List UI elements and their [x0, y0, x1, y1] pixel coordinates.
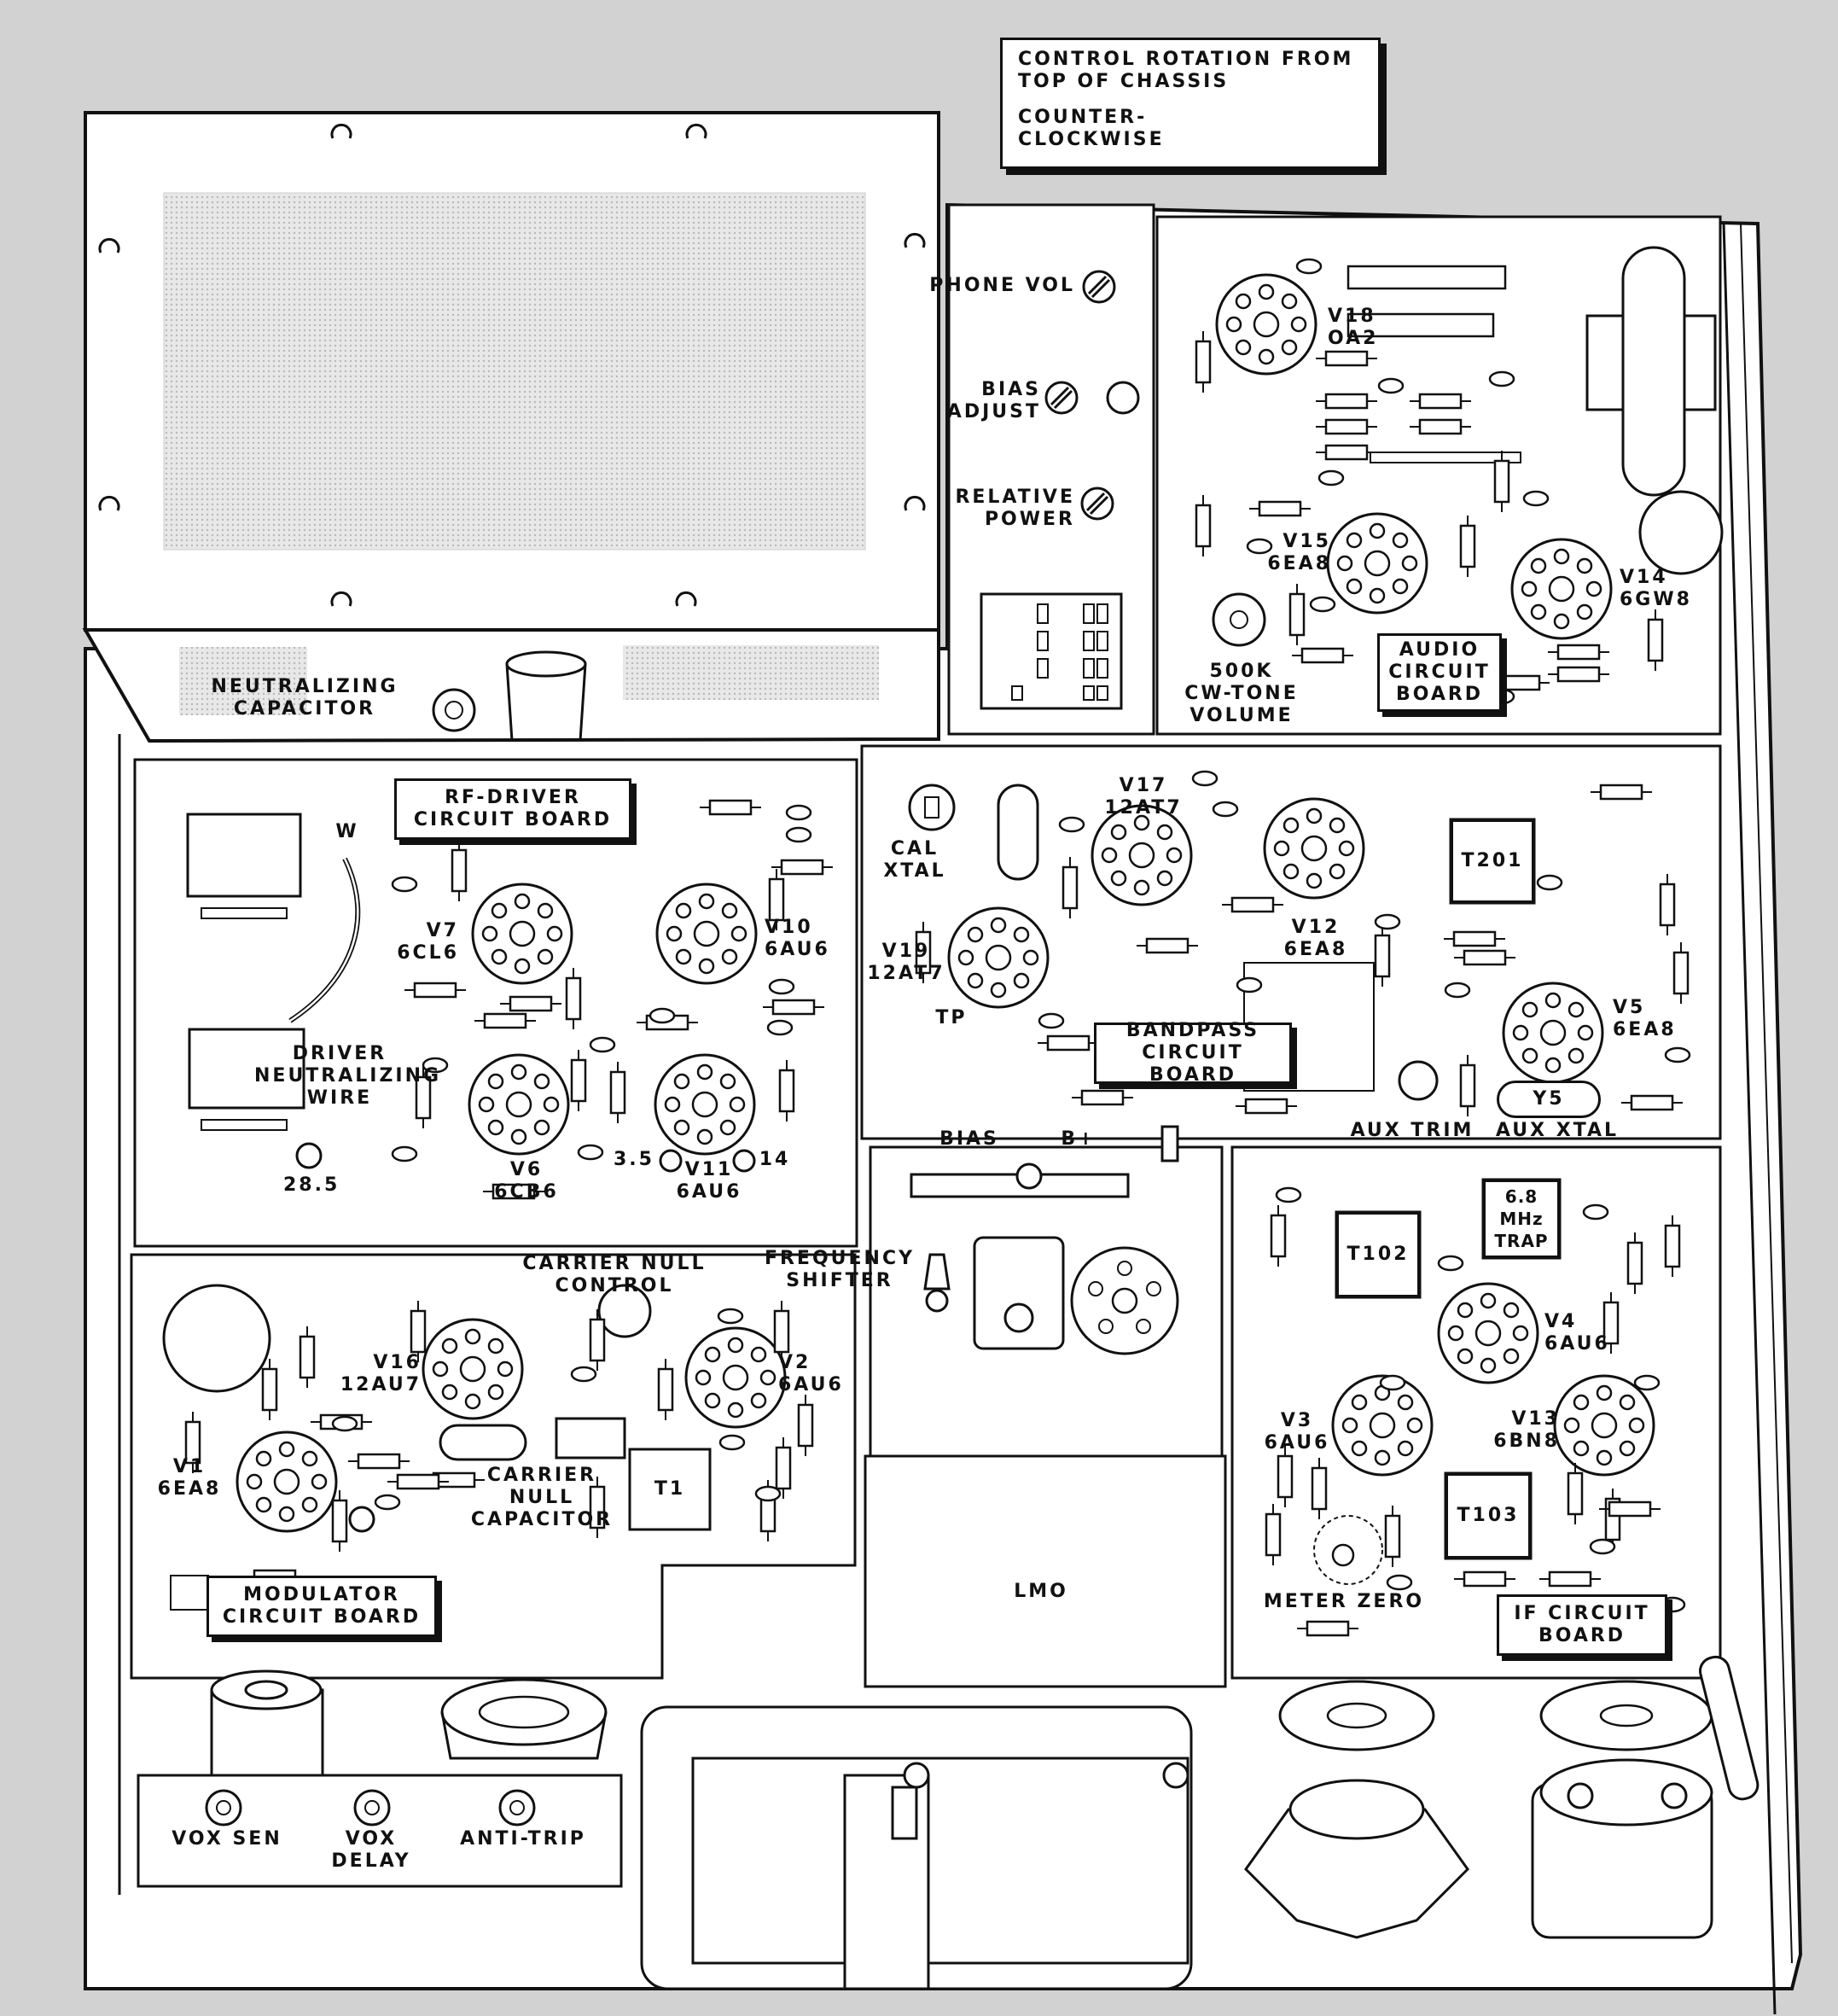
modulator-circuit-board [130, 1253, 857, 1680]
v12-label: V12 6EA8 [1283, 917, 1348, 960]
v16-label: V16 12AU7 [340, 1352, 422, 1395]
v18-label: V18 OA2 [1328, 306, 1379, 349]
t201-label: T201 [1451, 819, 1534, 903]
audio-board-title: AUDIO CIRCUIT BOARD [1377, 633, 1502, 712]
relative-power-knob[interactable] [1080, 487, 1114, 521]
trap-label: 6.8 MHz TRAP [1483, 1180, 1560, 1258]
rear-knob-vox-delay[interactable] [353, 1789, 391, 1827]
v10-label: V10 6AU6 [765, 917, 830, 960]
if-board-title: IF CIRCUIT BOARD [1497, 1594, 1667, 1656]
v15-label: V15 6EA8 [1267, 531, 1331, 574]
lmo-assembly [864, 1125, 1227, 1688]
frequency-shifter-label: FREQUENCY SHIFTER [764, 1248, 916, 1291]
t1-label: T1 [654, 1478, 686, 1500]
rear-knob-anti-trip[interactable] [498, 1789, 536, 1827]
relative-power-label: RELATIVE POWER [955, 487, 1075, 530]
aux-xtal-label: AUX XTAL [1495, 1120, 1620, 1141]
b-plus-terminal-label: B+ [1061, 1128, 1096, 1150]
v19-label: V19 12AT7 [867, 941, 945, 984]
bandpass-board-title: BANDPASS CIRCUIT BOARD [1094, 1020, 1292, 1086]
cal-xtal-label: CAL XTAL [883, 838, 946, 882]
anti-trip-label: ANTI-TRIP [460, 1828, 586, 1850]
w-label: W [335, 821, 359, 842]
lmo-label: LMO [1014, 1581, 1068, 1602]
v1-label: V1 6EA8 [157, 1456, 222, 1500]
v17-label: V17 12AT7 [1104, 775, 1183, 819]
v6-label: V6 6CB6 [494, 1159, 559, 1203]
legend-direction: COUNTER- CLOCKWISE [1018, 107, 1165, 150]
test-point-3-5: 3.5 [614, 1149, 654, 1170]
meter-zero-label: METER ZERO [1263, 1591, 1425, 1612]
aux-trim-label: AUX TRIM [1350, 1120, 1474, 1141]
vox-delay-label: VOX DELAY [331, 1828, 411, 1872]
test-point-28-5: 28.5 [283, 1174, 340, 1196]
v4-label: V4 6AU6 [1544, 1311, 1610, 1355]
v14-label: V14 6GW8 [1620, 567, 1692, 610]
bias-adjust-label: BIAS ADJUST [946, 379, 1041, 422]
legend-title: CONTROL ROTATION FROM TOP OF CHASSIS [1018, 49, 1354, 92]
tp-label: TP [935, 1007, 968, 1028]
phone-vol-label: PHONE VOL [929, 275, 1075, 296]
neutralizing-capacitor-label: NEUTRALIZING CAPACITOR [211, 676, 398, 720]
t103-label: T103 [1445, 1473, 1531, 1559]
rf-driver-circuit-board [133, 758, 858, 1248]
carrier-null-capacitor-label: CARRIER NULL CAPACITOR [470, 1465, 614, 1530]
v5-label: V5 6EA8 [1613, 997, 1677, 1040]
vox-sen-label: VOX SEN [172, 1828, 282, 1850]
test-point-14: 14 [759, 1149, 791, 1170]
rotation-legend: CONTROL ROTATION FROM TOP OF CHASSIS COU… [1000, 38, 1381, 169]
bias-terminal-label: BIAS [939, 1128, 999, 1150]
carrier-null-control-label: CARRIER NULL CONTROL [522, 1253, 707, 1296]
v2-label: V2 6AU6 [778, 1352, 844, 1395]
y5-label: Y5 [1497, 1081, 1601, 1118]
bias-adjust-knob[interactable] [1044, 381, 1079, 415]
v11-label: V11 6AU6 [676, 1159, 742, 1203]
phone-vol-knob[interactable] [1082, 270, 1116, 304]
rear-knob-vox-sen[interactable] [205, 1789, 242, 1827]
final-amplifier-cage [82, 111, 940, 743]
terminal-connector [980, 592, 1123, 710]
v3-label: V3 6AU6 [1264, 1410, 1330, 1454]
v13-label: V13 6BN8 [1493, 1408, 1560, 1452]
modulator-board-title: MODULATOR CIRCUIT BOARD [206, 1576, 437, 1637]
v7-label: V7 6CL6 [397, 920, 459, 964]
cw-tone-label: 500K CW-TONE VOLUME [1184, 661, 1299, 726]
rf-driver-board-title: RF-DRIVER CIRCUIT BOARD [394, 778, 631, 840]
t102-label: T102 [1336, 1212, 1420, 1297]
driver-neutralizing-wire-label: DRIVER NEUTRALIZING WIRE [254, 1043, 442, 1109]
